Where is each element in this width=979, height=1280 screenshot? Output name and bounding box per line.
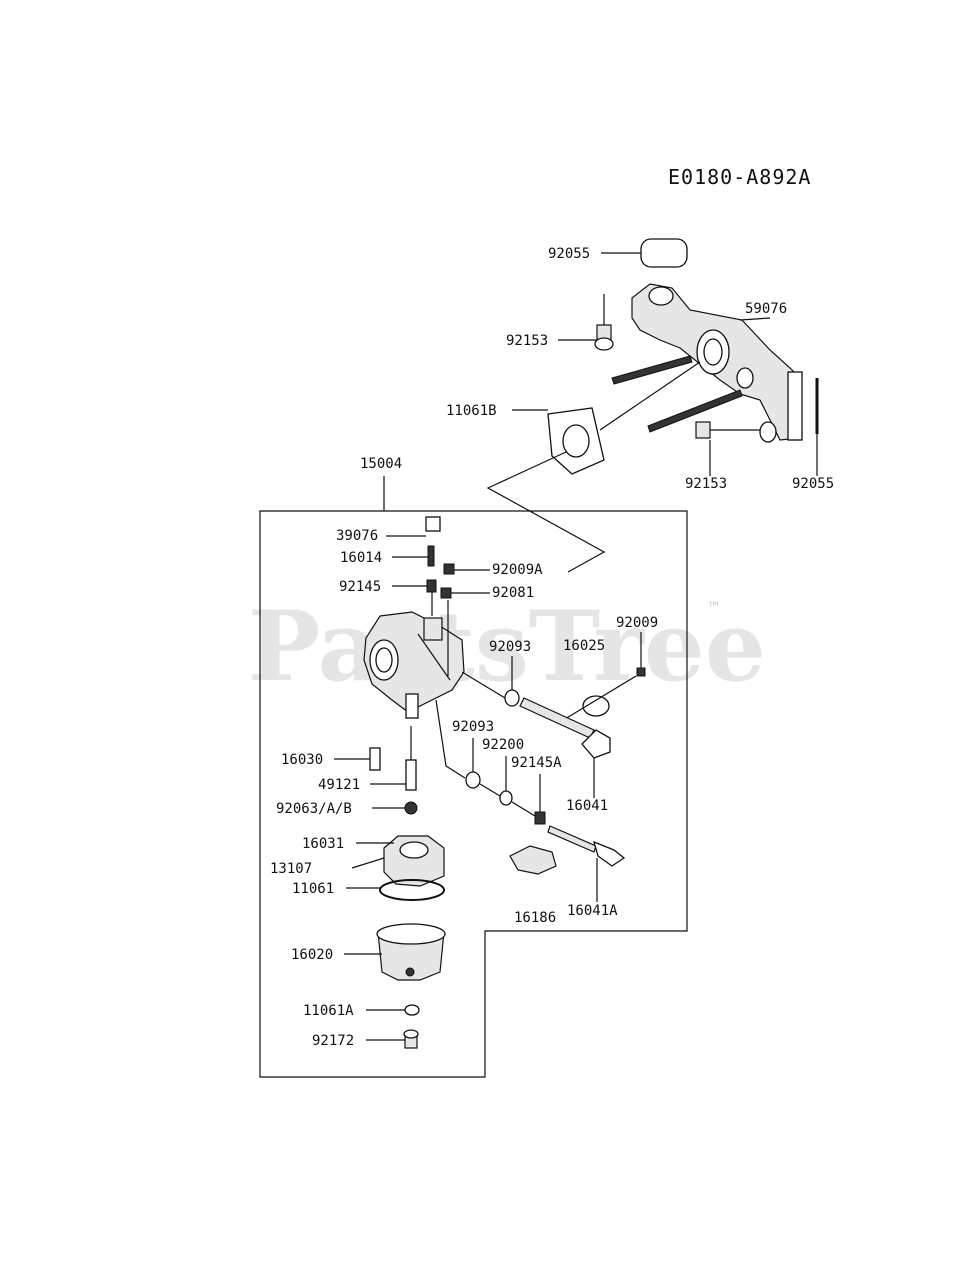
- label-13107[interactable]: 13107: [270, 861, 312, 877]
- part-92093-b[interactable]: [435, 699, 481, 789]
- label-92172[interactable]: 92172: [312, 1033, 354, 1049]
- part-59076-intake-pipe[interactable]: [631, 283, 803, 441]
- label-16186[interactable]: 16186: [514, 910, 556, 926]
- label-92055-side[interactable]: 92055: [792, 476, 834, 492]
- part-11061-gasket[interactable]: [346, 879, 445, 901]
- part-stud-upper[interactable]: [611, 355, 693, 385]
- diagram-code: E0180-A892A: [668, 165, 811, 189]
- part-13107-pin[interactable]: [351, 857, 385, 869]
- label-92063[interactable]: 92063/A/B: [276, 801, 352, 817]
- label-16041A[interactable]: 16041A: [567, 903, 618, 919]
- label-92200[interactable]: 92200: [482, 737, 524, 753]
- label-11061[interactable]: 11061: [292, 881, 334, 897]
- label-39076[interactable]: 39076: [336, 528, 378, 544]
- part-92200[interactable]: [479, 756, 513, 806]
- label-92093-b[interactable]: 92093: [452, 719, 494, 735]
- label-92145[interactable]: 92145: [339, 579, 381, 595]
- label-92093-a[interactable]: 92093: [489, 639, 531, 655]
- label-16025[interactable]: 16025: [563, 638, 605, 654]
- part-92145A[interactable]: [511, 774, 546, 825]
- part-16186[interactable]: [509, 845, 557, 875]
- part-92009[interactable]: [636, 632, 646, 677]
- part-92172-bolt[interactable]: [366, 1029, 419, 1049]
- part-16020-float-bowl[interactable]: [344, 923, 446, 981]
- assembly-path-line: [486, 451, 606, 573]
- part-92153-bolt-b[interactable]: [695, 421, 777, 476]
- part-carburetor-body[interactable]: [363, 611, 465, 719]
- part-16030-jet[interactable]: [334, 747, 381, 771]
- label-92153-a[interactable]: 92153: [506, 333, 548, 349]
- label-16041[interactable]: 16041: [566, 798, 608, 814]
- label-92145A[interactable]: 92145A: [511, 755, 562, 771]
- part-92145[interactable]: [392, 579, 437, 616]
- part-16041-throttle-shaft[interactable]: [519, 697, 611, 798]
- part-11061A[interactable]: [366, 1004, 420, 1016]
- part-39076[interactable]: [386, 516, 441, 537]
- part-92009A[interactable]: [443, 563, 490, 575]
- part-16025-throttle-valve[interactable]: [559, 675, 637, 723]
- part-49121-tube[interactable]: [370, 726, 417, 791]
- watermark: PartsTree: [248, 590, 766, 703]
- label-16030[interactable]: 16030: [281, 752, 323, 768]
- assembly-outline: [259, 476, 688, 1078]
- part-16041A-choke-shaft[interactable]: [547, 825, 626, 902]
- part-stud-lower[interactable]: [647, 389, 743, 433]
- label-59076[interactable]: 59076: [745, 301, 787, 317]
- part-92093-a[interactable]: [461, 656, 520, 707]
- label-16020[interactable]: 16020: [291, 947, 333, 963]
- label-92081[interactable]: 92081: [492, 585, 534, 601]
- part-92081[interactable]: [440, 587, 490, 640]
- part-16031-float[interactable]: [356, 835, 445, 887]
- label-92009A[interactable]: 92009A: [492, 562, 543, 578]
- label-49121[interactable]: 49121: [318, 777, 360, 793]
- part-11061B-gasket[interactable]: [512, 361, 701, 475]
- part-92063[interactable]: [372, 801, 418, 815]
- trademark-symbol: ™: [707, 600, 721, 616]
- part-92055-oring[interactable]: [601, 238, 688, 268]
- label-92055-top[interactable]: 92055: [548, 246, 590, 262]
- label-11061A[interactable]: 11061A: [303, 1003, 354, 1019]
- label-92153-b[interactable]: 92153: [685, 476, 727, 492]
- part-92153-bolt-a[interactable]: [558, 294, 614, 351]
- label-16031[interactable]: 16031: [302, 836, 344, 852]
- label-15004[interactable]: 15004: [360, 456, 402, 472]
- label-16014[interactable]: 16014: [340, 550, 382, 566]
- part-16014[interactable]: [392, 545, 435, 567]
- label-11061B[interactable]: 11061B: [446, 403, 497, 419]
- label-92009[interactable]: 92009: [616, 615, 658, 631]
